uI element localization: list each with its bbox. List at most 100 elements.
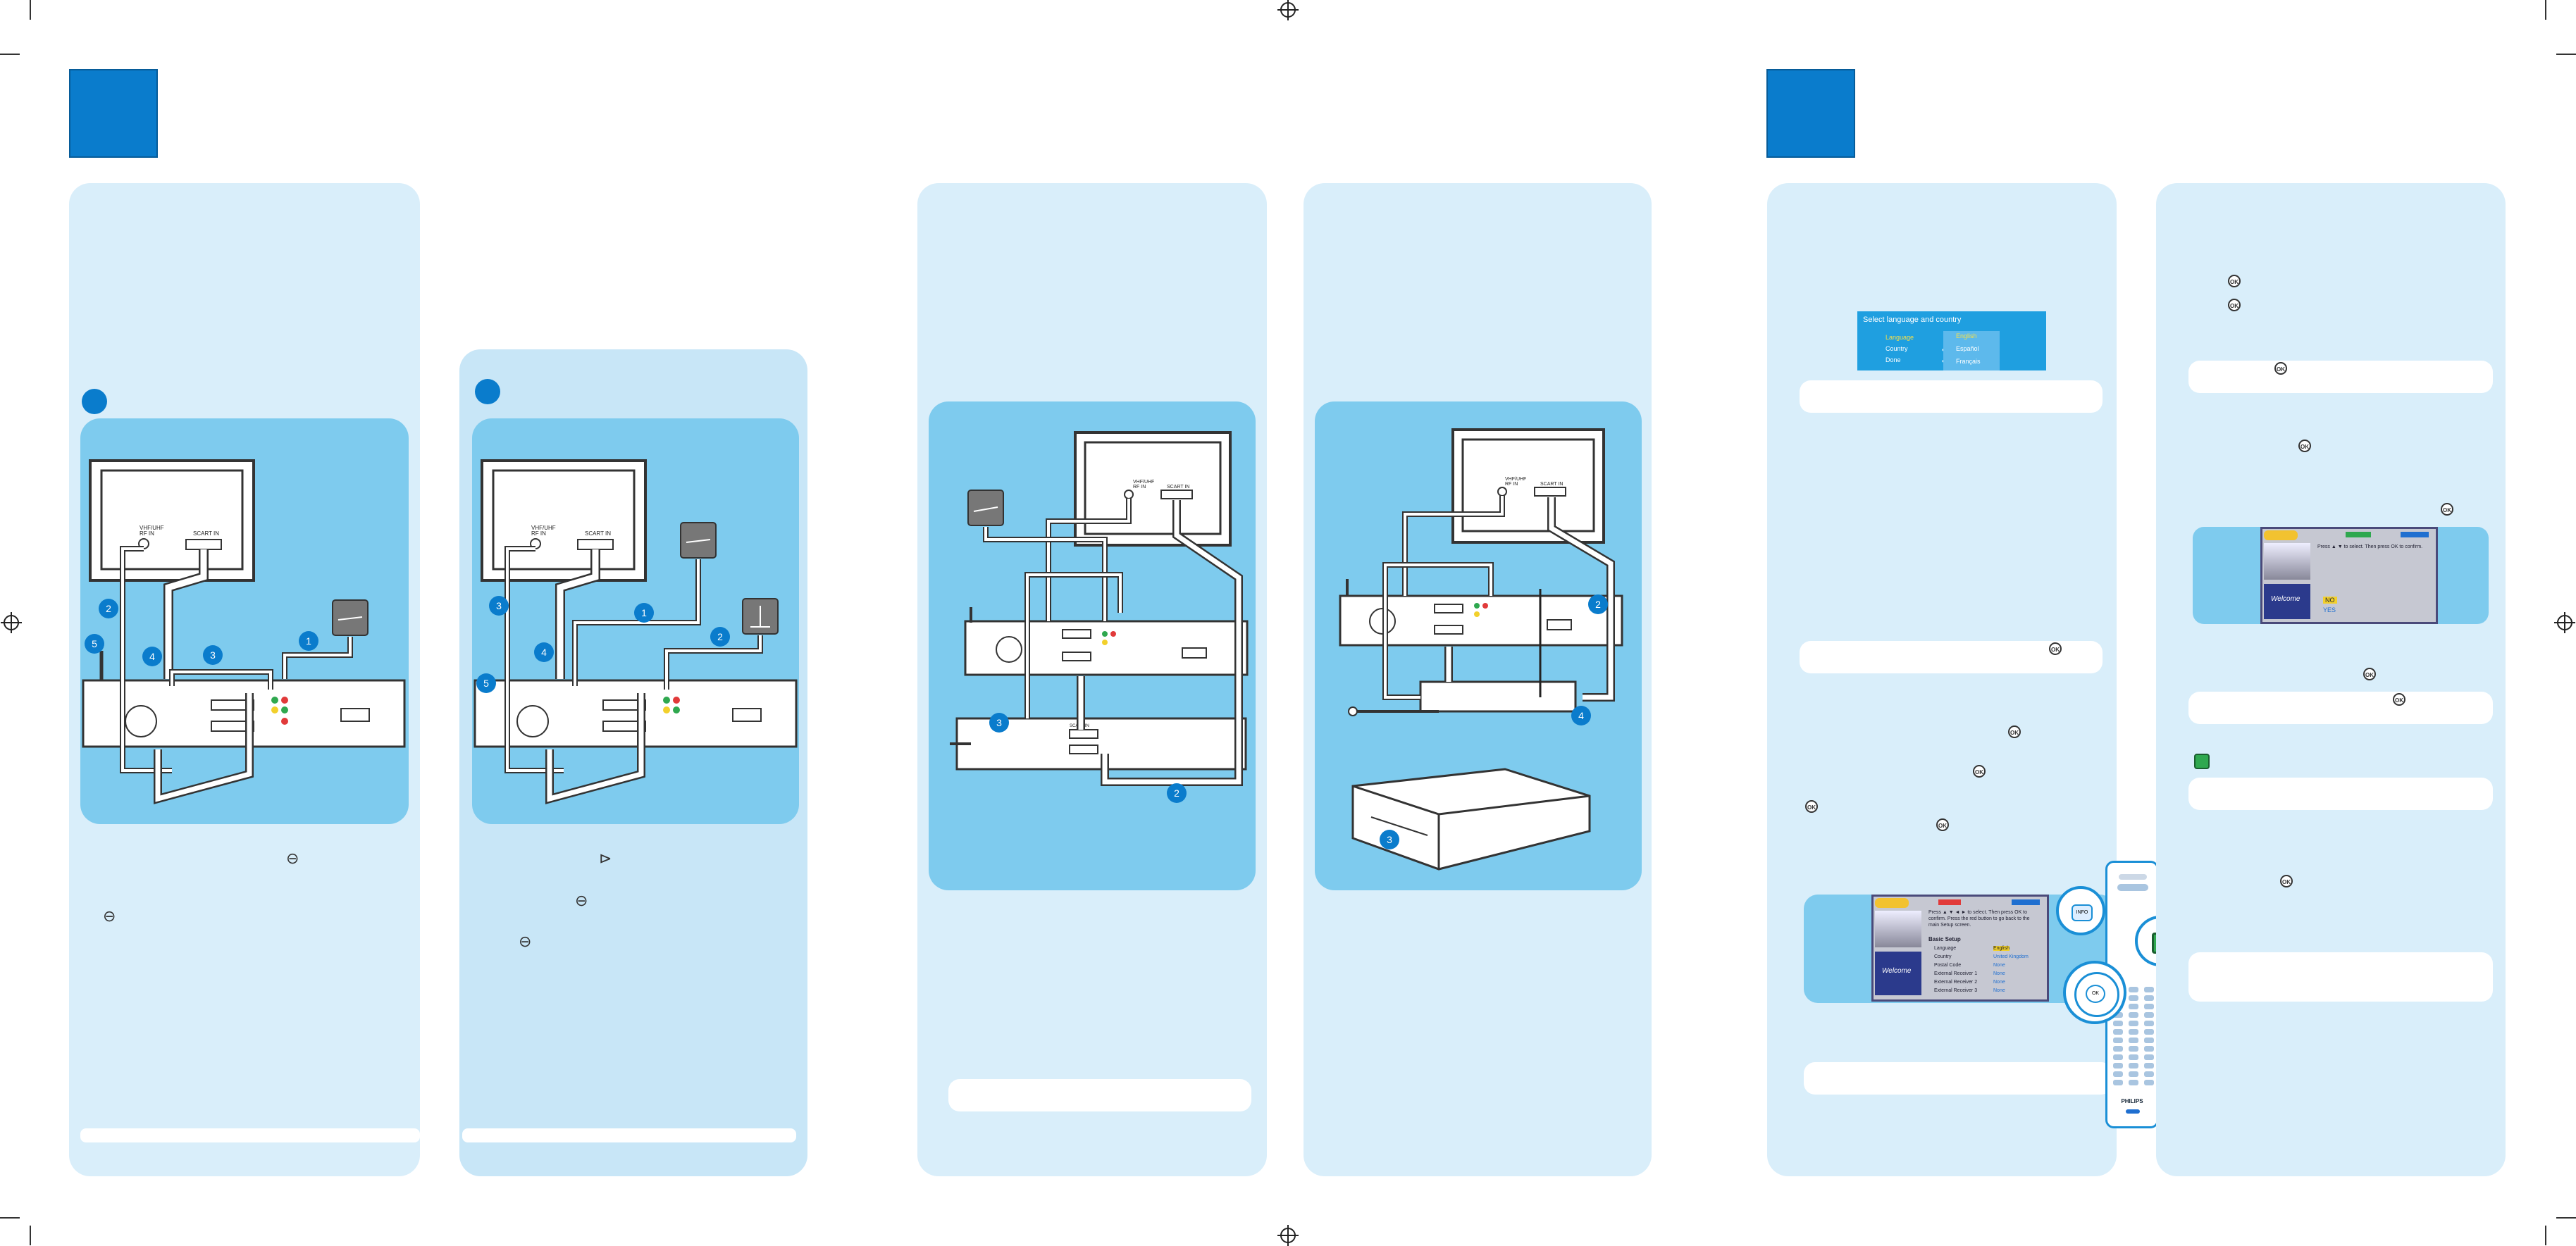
note-strip [948, 1079, 1251, 1111]
svg-text:3: 3 [1387, 834, 1392, 845]
ok-button-icon: OK [2086, 985, 2105, 1003]
ok-button-icon: OK [2363, 668, 2376, 680]
confirm-screen: Press ▲ ▼ to select. Then press OK to co… [2260, 527, 2438, 624]
svg-text:VHF/UHF: VHF/UHF [1133, 480, 1154, 485]
svg-text:2: 2 [717, 631, 723, 642]
remote-key [2144, 1080, 2154, 1085]
callout-3: 3 [489, 596, 509, 616]
ok-button-icon: OK [1805, 800, 1818, 813]
setup-row-label: External Receiver 3 [1934, 988, 1978, 993]
note-strip [1804, 1062, 2112, 1095]
callout-3: 3 [989, 713, 1009, 733]
remote-key [2144, 1004, 2154, 1009]
remote-key [2129, 1054, 2138, 1060]
setup-row: External Receiver 3 None [1934, 988, 2044, 997]
ok-button-icon: OK [2298, 440, 2311, 452]
svg-text:2: 2 [106, 603, 111, 614]
remote-key [2129, 995, 2138, 1001]
svg-text:SCART IN: SCART IN [1540, 482, 1563, 487]
remote-key [2144, 1054, 2154, 1060]
svg-text:3: 3 [496, 600, 502, 611]
connection-diagram-antenna-satellite: VHF/UHF RF IN SCART IN 1 2 3 4 5 [473, 459, 798, 804]
setup-row-label: External Receiver 1 [1934, 971, 1978, 976]
connection-diagram-antenna-scart: VHF/UHF RF IN SCART IN 1 2 3 4 5 [82, 459, 406, 804]
remote-key [2144, 987, 2154, 992]
remote-key [2129, 1046, 2138, 1052]
callout-4: 4 [1571, 706, 1591, 725]
connection-diagram-vcr: VHF/UHF RF IN SCART IN SCART IN 2 3 [950, 431, 1249, 803]
note-strip [2188, 692, 2493, 724]
remote-key [2144, 1071, 2154, 1077]
setup-row-value: None [1993, 988, 2005, 993]
setup-row-value: None [1993, 963, 2005, 968]
step-bullet [475, 379, 500, 404]
callout-4: 4 [142, 647, 162, 666]
diagram-inset: VHF/UHF RF IN SCART IN 1 2 3 4 5 [80, 418, 409, 824]
note-strip [2188, 778, 2493, 810]
svg-text:RF IN: RF IN [1133, 485, 1146, 490]
satellite-symbol-icon: ⊳ [599, 849, 612, 867]
remote-key [2144, 1029, 2154, 1035]
callout-5: 5 [85, 634, 104, 654]
setup-row-value: English [1993, 946, 2010, 951]
remote-key [2113, 1063, 2123, 1069]
setup-row: External Receiver 2 None [1934, 980, 2044, 988]
svg-text:4: 4 [1578, 710, 1584, 721]
connection-diagram-settop-box: VHF/UHF RF IN SCART IN 2 3 4 [1339, 428, 1623, 871]
note-strip [80, 1128, 420, 1142]
remote-key [2144, 1021, 2154, 1026]
menu-title: Select language and country [1863, 316, 1962, 324]
option-no: NO [2323, 597, 2337, 604]
language-option-francais: Français [1956, 358, 1981, 365]
crop-mark [2556, 54, 2576, 55]
antenna-symbol-icon: ⊖ [519, 933, 532, 950]
callout-2: 2 [99, 599, 118, 618]
svg-text:SCART IN: SCART IN [193, 530, 219, 537]
registration-mark-icon [1, 612, 22, 633]
ok-button-icon: OK [2393, 693, 2405, 706]
setup-row-value: None [1993, 971, 2005, 976]
ok-button-icon: OK [2274, 362, 2287, 375]
remote-key [2144, 1063, 2154, 1069]
callout-3: 3 [1380, 830, 1399, 849]
setup-hint: Press ▲ ▼ ◄ ► to select. Then press OK t… [1928, 910, 2030, 928]
remote-key [2129, 1063, 2138, 1069]
crop-mark [30, 0, 31, 20]
diagram-inset: VHF/UHF RF IN SCART IN 1 2 3 4 5 [472, 418, 799, 824]
ok-button-icon: OK [2280, 875, 2293, 887]
remote-key [2113, 1021, 2123, 1026]
remote-key [2113, 1038, 2123, 1043]
crop-mark [2556, 1217, 2576, 1219]
menu-row-language: Language [1885, 334, 1914, 341]
remote-key [2144, 995, 2154, 1001]
language-dropdown: English Español Français [1943, 331, 2000, 370]
svg-text:1: 1 [641, 607, 647, 618]
setup-row-value: None [1993, 980, 2005, 985]
note-strip [2188, 361, 2493, 393]
remote-key [2129, 1080, 2138, 1085]
svg-text:2: 2 [1595, 599, 1601, 610]
callout-3: 3 [203, 645, 223, 665]
svg-text:VHF/UHF: VHF/UHF [140, 525, 164, 531]
setup-row-label: Postal Code [1934, 963, 1962, 968]
remote-key [2113, 1029, 2123, 1035]
remote-callout-ok: OK [2063, 961, 2126, 1024]
language-country-menu-screen: Select language and country Language Cou… [1857, 311, 2046, 370]
remote-brand: PHILIPS [2121, 1098, 2143, 1104]
ok-button-icon: OK [2049, 642, 2062, 655]
ok-button-icon: OK [2008, 725, 2021, 738]
remote-key [2129, 987, 2138, 992]
setup-row-label: External Receiver 2 [1934, 980, 1978, 985]
note-strip [462, 1128, 796, 1142]
svg-text:1: 1 [306, 635, 311, 647]
ok-button-icon: OK [2228, 299, 2241, 311]
antenna-symbol-icon: ⊖ [103, 907, 116, 925]
welcome-label: Welcome [2271, 595, 2301, 603]
diagram-inset: VHF/UHF RF IN SCART IN 2 3 4 [1315, 401, 1642, 890]
menu-row-done: Done [1885, 356, 1901, 363]
svg-text:SCART IN: SCART IN [1167, 485, 1189, 490]
svg-text:SCART IN: SCART IN [585, 530, 611, 537]
ok-button-icon: OK [2441, 503, 2453, 516]
